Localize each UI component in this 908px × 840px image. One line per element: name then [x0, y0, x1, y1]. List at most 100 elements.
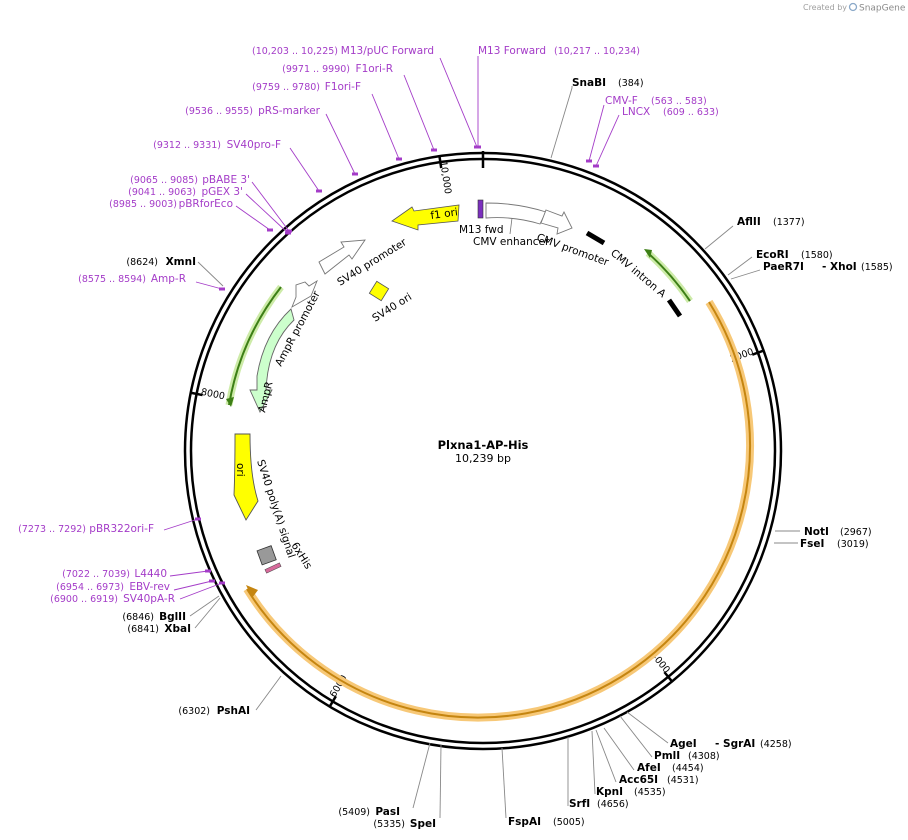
primer-pos-f1ori-f: (9759 .. 9780) [252, 82, 320, 93]
enzyme-name-pshai: PshAI [217, 705, 250, 717]
enzyme-pos-ecori: (1580) [801, 250, 833, 261]
snapgene-credit: Created by SnapGene [803, 2, 906, 14]
primer-pos-ebv-rev: (6954 .. 6973) [56, 582, 124, 593]
enzyme-line-kpni [591, 730, 596, 795]
primer-line-lncx [595, 114, 620, 167]
svg-text:M13 fwd: M13 fwd [459, 224, 504, 236]
feature-f1-ori: f1 ori [391, 204, 460, 231]
enzyme-name-xbai: XbaI [164, 623, 191, 635]
primer-name-l4440: L4440 [134, 568, 167, 580]
primer-pos-l4440: (7022 .. 7039) [62, 569, 130, 580]
primer-pos-m13-puc-forward: (10,203 .. 10,225) [252, 46, 338, 57]
enzyme-pos-aflii: (1377) [773, 217, 805, 228]
insert-orf-arrowhead [246, 585, 258, 598]
enzyme-line-xbai [194, 597, 221, 629]
enzyme-pos-kpni: (4535) [634, 787, 666, 798]
primer-site-f1ori-f [396, 157, 402, 161]
enzyme-name-kpni: KpnI [596, 786, 623, 798]
primer-pos-pgex-3-: (9041 .. 9063) [128, 187, 196, 198]
primer-name-f1ori-r: F1ori-R [356, 63, 393, 75]
feature-sv40-promoter: SV40 promoter [318, 236, 409, 289]
insert-orf-arc-core [246, 301, 751, 719]
primer-name-prs-marker: pRS-marker [258, 105, 321, 117]
enzyme-pos-noti: (2967) [840, 527, 872, 538]
primer-site-m13-forward [475, 145, 481, 149]
enzyme-pos-pasi: (5409) [338, 807, 370, 818]
primer-site-ebv-rev [209, 579, 215, 583]
enzyme-name-ecori: EcoRI [756, 249, 789, 261]
primer-site-lncx [593, 164, 599, 168]
enzyme-pos-agei: (4258) [760, 739, 792, 750]
enzyme-line-acc65i [595, 729, 617, 783]
primer-leader-lines [163, 56, 620, 600]
primer-line-l4440 [169, 570, 209, 577]
site-labels: SnaBI(384)AflII(1377)EcoRI(1580)PaeR7I- … [18, 45, 892, 830]
primer-line-sv40pro-f [289, 147, 320, 192]
primer-line-sv40pa-r [179, 582, 223, 600]
enzyme-name-agei: AgeI [670, 738, 697, 750]
feature-cmv-enhancer: CMV enhancer [473, 202, 550, 248]
enzyme-pos-paer7i: (1585) [861, 262, 893, 273]
enzyme-pos-snabi: (384) [618, 78, 644, 89]
primer-pos-cmv-f: (563 .. 583) [651, 96, 707, 107]
enzyme-pos-acc65i: (4531) [667, 775, 699, 786]
enzyme-pos-spei: (5335) [373, 819, 405, 830]
enzyme-pos-srfi: (4656) [597, 799, 629, 810]
primer-name-amp-r: Amp-R [151, 273, 186, 285]
feature-m13-fwd: M13 fwd [459, 199, 504, 236]
enzyme-pos-bglii: (6846) [122, 612, 154, 623]
enzyme-line-xmni [197, 261, 224, 287]
amp-selection-arc-core [228, 286, 282, 406]
primer-pos-pbabe-3-: (9065 .. 9085) [130, 175, 198, 186]
enzyme-leader-lines [189, 86, 800, 819]
primer-line-f1ori-f [371, 93, 400, 160]
enzyme-name-pasi: PasI [375, 806, 400, 818]
enzyme-name-spei: SpeI [410, 818, 436, 830]
primer-line-prs-marker [325, 113, 356, 175]
enzyme-name-afei: AfeI [637, 762, 661, 774]
primer-site-l4440 [205, 569, 211, 573]
primer-name-f1ori-f: F1ori-F [325, 81, 361, 93]
primer-pos-prs-marker: (9536 .. 9555) [185, 106, 253, 117]
enzyme-name-sgrai: - SgrAI [715, 738, 755, 750]
primer-site-f1ori-r [431, 148, 437, 152]
primer-pos-amp-r: (8575 .. 8594) [78, 274, 146, 285]
credit-prefix: Created by [803, 3, 847, 12]
primer-name-pbabe-3-: pBABE 3' [202, 174, 250, 186]
primer-name-sv40pa-r: SV40pA-R [123, 593, 175, 605]
primer-line-pbrforeco [235, 205, 271, 231]
enzyme-pos-fsei: (3019) [837, 539, 869, 550]
primer-name-lncx: LNCX [622, 106, 650, 118]
tick-mark-2000 [751, 349, 765, 356]
enzyme-pos-xbai: (6841) [127, 624, 159, 635]
plasmid-name: Plxna1-AP-His [438, 438, 529, 452]
svg-text:CMV intron A: CMV intron A [608, 247, 669, 301]
primer-pos-m13-forward: (10,217 .. 10,234) [554, 46, 640, 57]
primer-site-pbrforeco [267, 228, 273, 232]
insert-orf-arc [243, 299, 754, 722]
enzyme-pos-xmni: (8624) [126, 257, 158, 268]
primer-name-sv40pro-f: SV40pro-F [227, 139, 281, 151]
primer-name-pbr322ori-f: pBR322ori-F [89, 523, 154, 535]
snapgene-logo-icon [848, 2, 858, 12]
tick-mark-6000 [328, 695, 337, 708]
enzyme-name-xhoi: - XhoI [822, 261, 857, 273]
enzyme-line-agei [626, 711, 669, 744]
enzyme-name-fsei: FseI [800, 538, 824, 550]
enzyme-name-pmli: PmlI [654, 750, 680, 762]
primer-line-pbabe-3- [251, 181, 290, 232]
enzyme-name-paer7i: PaeR7I [763, 261, 804, 273]
primer-site-amp-r [219, 287, 225, 291]
primer-pos-sv40pro-f: (9312 .. 9331) [153, 140, 221, 151]
tick-label-10000: 10,000 [437, 160, 453, 195]
tick-label-8000: 8000 [200, 387, 226, 403]
tick-mark-8000 [190, 391, 203, 397]
primer-name-ebv-rev: EBV-rev [129, 581, 170, 593]
enzyme-name-bglii: BglII [159, 611, 186, 623]
enzyme-line-pshai [255, 675, 282, 711]
tick-mark-10000 [438, 156, 443, 169]
primer-site-sv40pa-r [219, 581, 225, 585]
credit-brand: SnapGene [859, 4, 906, 14]
primer-site-pbabe-3- [286, 229, 292, 233]
